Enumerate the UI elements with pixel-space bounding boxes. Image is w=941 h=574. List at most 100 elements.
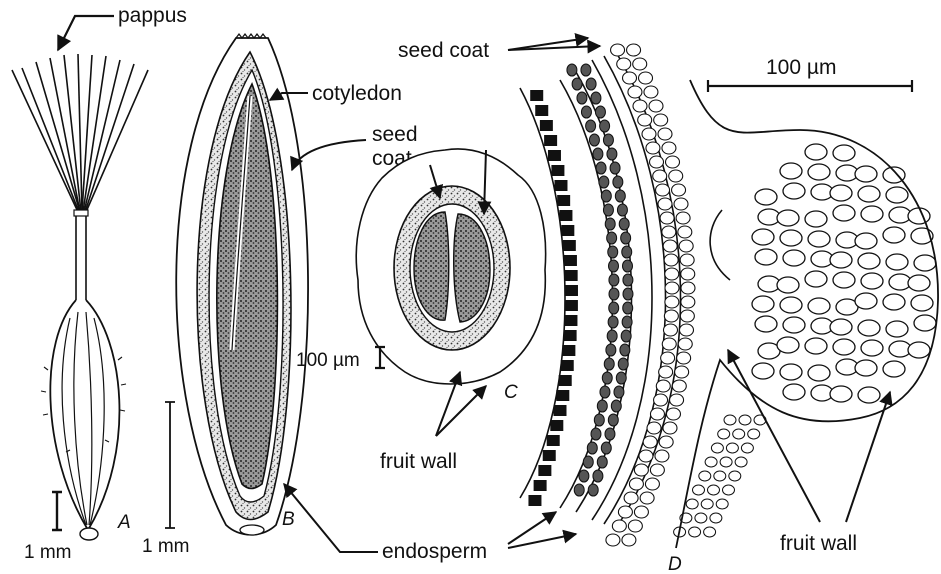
- achene-ribs: [62, 312, 104, 525]
- wall-cell: [676, 212, 690, 224]
- endosperm-cell: [554, 405, 567, 416]
- wall-cell: [653, 170, 667, 182]
- ridge-cell: [783, 384, 805, 400]
- wall-cell: [665, 282, 679, 294]
- wall-cell: [704, 527, 716, 537]
- wall-cell: [633, 58, 647, 70]
- wall-cell: [681, 282, 695, 294]
- embryo-cell: [599, 176, 609, 188]
- ridge-cell: [783, 317, 805, 333]
- ridge-cell: [783, 250, 805, 266]
- ridge-cell: [752, 229, 774, 245]
- endosperm-cell: [564, 255, 577, 266]
- wall-cell: [666, 408, 680, 420]
- wall-cell: [654, 394, 668, 406]
- wall-cell: [633, 100, 647, 112]
- wall-cell: [701, 499, 713, 509]
- endosperm-cell: [565, 300, 578, 311]
- embryo-cell: [609, 274, 619, 286]
- wall-cell: [647, 422, 661, 434]
- wall-cell: [618, 506, 632, 518]
- scale-bar-d: [708, 80, 912, 92]
- embryo-cell: [593, 470, 603, 482]
- ridge-cell: [858, 253, 880, 269]
- wall-cell: [623, 72, 637, 84]
- embryo-cell: [604, 358, 614, 370]
- ridge-cell: [755, 316, 777, 332]
- wall-cell: [733, 429, 745, 439]
- ridge-cell: [752, 363, 774, 379]
- wall-cell: [627, 44, 641, 56]
- wall-cell: [662, 226, 676, 238]
- endosperm-label: endosperm: [382, 540, 487, 563]
- embryo-cell: [589, 134, 599, 146]
- ridge-cell: [861, 340, 883, 356]
- wall-cell: [680, 310, 694, 322]
- wall-cell: [628, 520, 642, 532]
- pappus-arrow: [58, 16, 114, 50]
- embryo-cell: [600, 386, 610, 398]
- ridge-cell: [808, 231, 830, 247]
- ridge-cell: [755, 249, 777, 265]
- embryo-cell: [577, 92, 587, 104]
- wall-cell: [655, 450, 669, 462]
- wall-cell: [658, 198, 672, 210]
- wall-cell: [669, 170, 683, 182]
- wall-cell: [639, 72, 653, 84]
- ridge-cell: [808, 365, 830, 381]
- wall-cell: [710, 513, 722, 523]
- embryo-cell: [581, 106, 591, 118]
- embryo-cell: [581, 64, 591, 76]
- wall-cell: [662, 142, 676, 154]
- ridge-cell: [883, 294, 905, 310]
- endosperm-cell: [528, 495, 541, 506]
- wall-cell: [629, 478, 643, 490]
- ridge-cell: [755, 189, 777, 205]
- cross-section: 100 µm C fruit wall: [296, 149, 546, 473]
- wall-cell: [711, 443, 723, 453]
- pappus-bristles: [12, 54, 148, 212]
- ridge-cell: [911, 295, 933, 311]
- embryo-cell: [616, 372, 626, 384]
- ridge-cell: [780, 163, 802, 179]
- seed-coat-arrow-b: [292, 140, 366, 170]
- wall-cell: [656, 184, 670, 196]
- ridge-cell: [833, 145, 855, 161]
- ridge-cell: [855, 293, 877, 309]
- fruit-wall-arrow-c2: [436, 386, 486, 436]
- embryo-cell: [603, 204, 613, 216]
- panel-label-d: D: [668, 554, 682, 574]
- ridge-cell: [858, 186, 880, 202]
- embryo-cell: [613, 176, 623, 188]
- embryo-cell: [597, 456, 607, 468]
- ridge-cell: [855, 166, 877, 182]
- ridge-cell: [883, 361, 905, 377]
- embryo-cell: [622, 246, 632, 258]
- embryo-cell: [621, 232, 631, 244]
- wall-cell: [714, 471, 726, 481]
- wall-cell: [656, 380, 670, 392]
- wall-cell: [679, 324, 693, 336]
- embryo-cell: [591, 92, 601, 104]
- embryo-cell: [622, 260, 632, 272]
- embryo-cell: [567, 64, 577, 76]
- wall-cell: [663, 324, 677, 336]
- ridge-cell: [886, 254, 908, 270]
- ridge-cell: [777, 210, 799, 226]
- wall-cell: [729, 471, 741, 481]
- wall-cell: [659, 366, 673, 378]
- wall-cell: [649, 100, 663, 112]
- embryo-cell: [609, 288, 619, 300]
- endosperm-cell: [564, 330, 577, 341]
- pappus-label: pappus: [118, 4, 187, 27]
- wall-cell: [639, 450, 653, 462]
- wall-cell: [681, 296, 695, 308]
- ridge-cell: [858, 320, 880, 336]
- embryo-cell: [621, 330, 631, 342]
- ridge-cell: [908, 208, 930, 224]
- fruit-wall-label-c: fruit wall: [380, 450, 457, 473]
- wall-cell: [646, 142, 660, 154]
- embryo-cell: [593, 148, 603, 160]
